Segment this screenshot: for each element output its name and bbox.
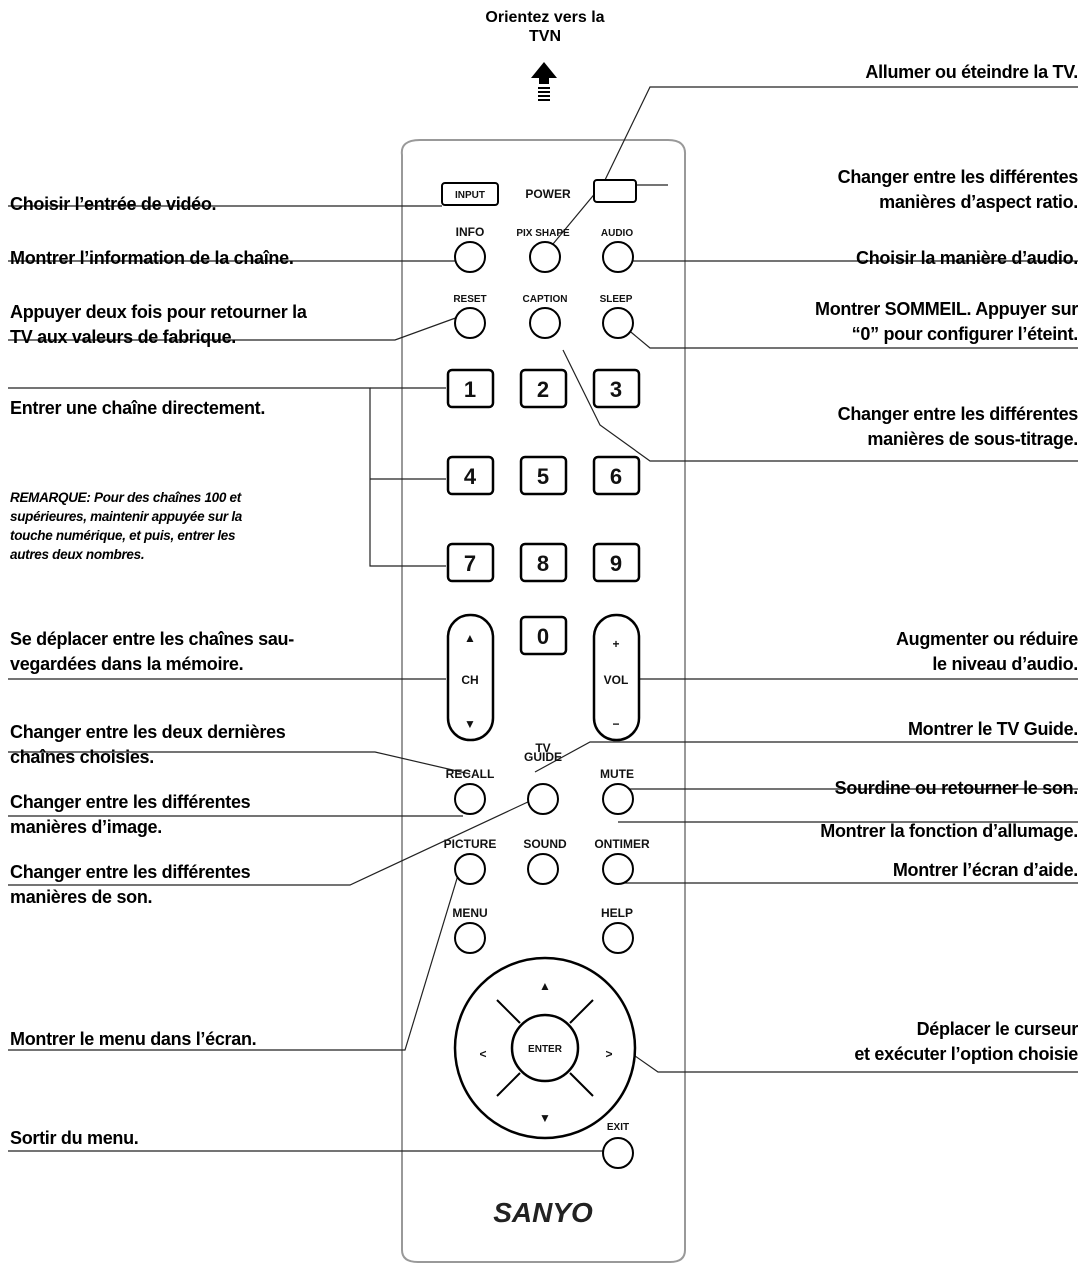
recall-button[interactable] [454, 783, 486, 815]
navigation-pad: ENTER ▲ ▼ < > [453, 956, 637, 1140]
sound-annotation: Changer entre les différentes manières d… [10, 862, 251, 907]
reset-button[interactable] [454, 307, 486, 339]
mute-button[interactable] [602, 783, 634, 815]
digit-6-button[interactable] [592, 455, 641, 496]
audio-label: AUDIO [601, 228, 633, 239]
nav-left-icon[interactable]: < [479, 1047, 486, 1061]
sound-button[interactable] [527, 853, 559, 885]
volume-up-icon[interactable]: + [612, 637, 619, 651]
nav-right-icon[interactable]: > [605, 1047, 612, 1061]
on-timer-label: ONTIMER [594, 837, 650, 851]
remote-body [400, 139, 687, 1263]
pix-shape-annotation: Changer entre les différentes manières d… [837, 167, 1079, 212]
enter-button[interactable] [510, 1013, 580, 1083]
digit-4-label: 4 [464, 464, 477, 489]
recall-label: RECALL [446, 767, 495, 781]
tv-guide-button[interactable] [527, 783, 559, 815]
sleep-annotation: Montrer SOMMEIL. Appuyer sur “0” pour co… [815, 299, 1078, 344]
channel-down-icon[interactable]: ▼ [464, 717, 476, 731]
on-timer-button[interactable] [602, 853, 634, 885]
input-button[interactable] [441, 182, 499, 206]
caption-label: CAPTION [523, 294, 568, 305]
digit-4-button[interactable] [446, 455, 495, 496]
digit-1-label: 1 [464, 377, 476, 402]
digit-5-button[interactable] [519, 455, 568, 496]
reset-annotation: Appuyer deux fois pour retourner la TV a… [10, 302, 307, 347]
exit-label: EXIT [607, 1122, 629, 1133]
nav-down-icon[interactable]: ▼ [539, 1111, 551, 1125]
caption-button[interactable] [529, 307, 561, 339]
info-annotation: Montrer l’information de la chaîne. [10, 248, 294, 268]
tv-guide-annotation: Montrer le TV Guide. [907, 719, 1078, 739]
digit-8-button[interactable] [519, 542, 568, 583]
exit-button[interactable] [602, 1137, 634, 1169]
digit-5-label: 5 [537, 464, 549, 489]
digit-9-label: 9 [610, 551, 622, 576]
power-label: POWER [525, 187, 571, 201]
audio-annotation: Choisir la manière d’audio. [856, 248, 1078, 268]
pix-shape-label: PIX SHAPE [516, 228, 570, 239]
volume-down-icon[interactable]: − [612, 717, 619, 731]
mute-annotation: Sourdine ou retourner le son. [834, 778, 1079, 798]
channel-up-icon[interactable]: ▲ [464, 631, 476, 645]
digit-0-label: 0 [537, 624, 549, 649]
power-button[interactable] [593, 179, 637, 203]
on-timer-annotation: Montrer la fonction d’allumage. [820, 821, 1078, 841]
info-label: INFO [456, 225, 485, 239]
picture-label: PICTURE [444, 837, 497, 851]
recall-annotation: Changer entre les deux dernières chaînes… [10, 722, 286, 767]
help-annotation: Montrer l’écran d’aide. [892, 860, 1078, 880]
digit-0-button[interactable] [519, 615, 568, 656]
volume-rocker[interactable] [592, 613, 641, 742]
digit-1-button[interactable] [446, 368, 495, 409]
digit-3-label: 3 [610, 377, 622, 402]
digits-note: REMARQUE: Pour des chaînes 100 et supéri… [10, 490, 242, 562]
exit-annotation: Sortir du menu. [10, 1128, 139, 1148]
pix-shape-button[interactable] [529, 241, 561, 273]
help-label: HELP [601, 906, 633, 920]
sleep-label: SLEEP [600, 294, 633, 305]
picture-button[interactable] [454, 853, 486, 885]
menu-annotation: Montrer le menu dans l’écran. [10, 1029, 257, 1049]
digit-2-button[interactable] [519, 368, 568, 409]
menu-button[interactable] [454, 922, 486, 954]
channel-rocker[interactable] [446, 613, 495, 742]
enter-label: ENTER [528, 1044, 563, 1055]
number-keys: 1 2 3 4 5 6 7 8 9 0 [446, 368, 641, 656]
info-button[interactable] [454, 241, 486, 273]
point-to-tv-note: Orientez vers la TVN [485, 9, 605, 45]
digit-7-button[interactable] [446, 542, 495, 583]
digit-6-label: 6 [610, 464, 622, 489]
sound-label: SOUND [523, 837, 567, 851]
volume-label: VOL [604, 673, 629, 687]
digit-9-button[interactable] [592, 542, 641, 583]
leader-lines [8, 86, 1078, 1152]
cursor-annotation: Déplacer le curseur et exécuter l’option… [854, 1019, 1078, 1064]
tv-label: TV [535, 741, 550, 755]
help-button[interactable] [602, 922, 634, 954]
caption-annotation: Changer entre les différentes manières d… [837, 404, 1079, 449]
menu-label: MENU [452, 906, 487, 920]
channel-label: CH [461, 673, 478, 687]
volume-annotation: Augmenter ou réduire le niveau d’audio. [895, 629, 1078, 674]
guide-label: GUIDE [524, 750, 562, 764]
audio-button[interactable] [602, 241, 634, 273]
mute-label: MUTE [600, 767, 634, 781]
channel-annotation: Se déplacer entre les chaînes sau- vegar… [10, 629, 294, 674]
input-label: INPUT [455, 190, 485, 201]
digit-3-button[interactable] [592, 368, 641, 409]
digit-7-label: 7 [464, 551, 476, 576]
digit-8-label: 8 [537, 551, 549, 576]
picture-annotation: Changer entre les différentes manières d… [10, 792, 251, 837]
digits-annotation: Entrer une chaîne directement. [10, 398, 266, 418]
power-annotation: Allumer ou éteindre la TV. [865, 62, 1078, 82]
up-arrow-icon [531, 62, 557, 101]
sleep-button[interactable] [602, 307, 634, 339]
brand-logo: SANYO [493, 1197, 593, 1228]
digit-2-label: 2 [537, 377, 549, 402]
reset-label: RESET [453, 294, 486, 305]
nav-up-icon[interactable]: ▲ [539, 979, 551, 993]
input-annotation: Choisir l’entrée de vidéo. [10, 194, 217, 214]
